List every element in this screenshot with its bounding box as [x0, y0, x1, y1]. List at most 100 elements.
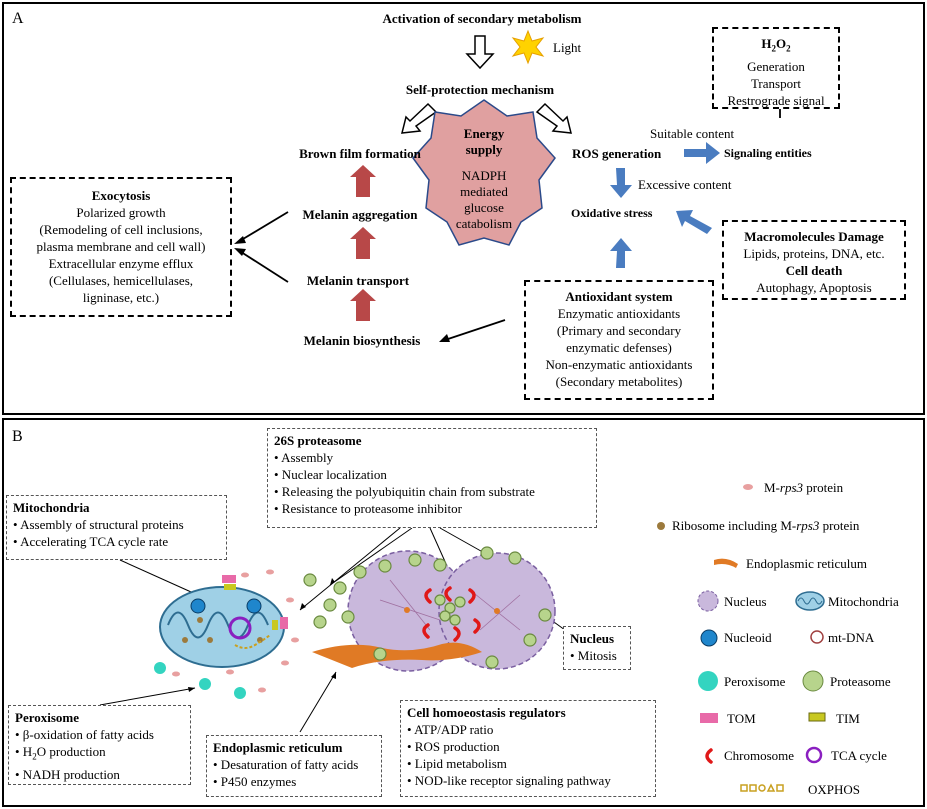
antioxidant-line: Non-enzymatic antioxidants: [545, 357, 693, 372]
light-star-icon: [511, 29, 545, 65]
chromosomes: [422, 586, 481, 642]
legend-tca-label: TCA cycle: [831, 748, 887, 763]
energy-title-2: supply: [465, 142, 503, 157]
mitochondria-item: • Accelerating TCA cycle rate: [13, 534, 169, 549]
macromolecules-title: Macromolecules Damage: [744, 229, 884, 244]
proteasome-legend-icon: [802, 670, 824, 692]
er-box: Endoplasmic reticulum • Desaturation of …: [206, 735, 382, 797]
legend-mitochondria-label: Mitochondria: [828, 594, 899, 609]
legend-mtdna-label: mt-DNA: [828, 630, 875, 645]
tom-legend-icon: [700, 713, 718, 723]
macro-to-oxidative-arrow: [676, 210, 712, 234]
mtdna-legend-icon: [810, 630, 824, 644]
self-protection-label: Self-protection mechanism: [405, 82, 555, 97]
melanin-arrow-3: [350, 289, 376, 321]
proteasome-item: • Resistance to proteasome inhibitor: [274, 501, 462, 516]
cell-death-line: Autophagy, Apoptosis: [756, 280, 872, 295]
energy-line-2: mediated: [460, 184, 508, 199]
tca-legend-icon: [805, 746, 823, 764]
brown-film-label: Brown film formation: [299, 146, 421, 161]
tim-legend-icon: [808, 712, 826, 722]
ros-to-oxidative-arrow: [610, 168, 632, 198]
legend-ribosome-label: Ribosome including M-rps3 protein: [672, 518, 860, 533]
nucleus-title: Nucleus: [570, 631, 615, 646]
energy-title-1: Energy: [463, 126, 505, 141]
exocytosis-line: plasma membrane and cell wall): [36, 239, 206, 254]
suitable-content-label: Suitable content: [650, 126, 735, 141]
oxidative-stress-label: Oxidative stress: [571, 206, 653, 220]
er-item: • Desaturation of fatty acids: [213, 757, 359, 772]
homeostasis-item: • NOD-like receptor signaling pathway: [407, 773, 611, 788]
legend-peroxisome-label: Peroxisome: [724, 674, 786, 689]
proteasome-title: 26S proteasome: [274, 433, 362, 448]
nucleoid-legend-icon: [700, 629, 718, 647]
mitochondria-legend-icon: [795, 591, 825, 611]
melanin-arrow-2: [350, 227, 376, 259]
panel-b-label: B: [12, 428, 23, 445]
peroxisome-item: • β-oxidation of fatty acids: [15, 727, 154, 742]
ros-to-signaling-arrow: [684, 142, 720, 164]
homeostasis-item: • Lipid metabolism: [407, 756, 507, 771]
legend-tim-label: TIM: [836, 711, 860, 726]
er-item: • P450 enzymes: [213, 774, 297, 789]
macromolecules-line: Lipids, proteins, DNA, etc.: [743, 246, 885, 261]
antioxidant-line: enzymatic defenses): [566, 340, 672, 355]
nucleus-item: • Mitosis: [570, 648, 617, 663]
antioxidant-box: Antioxidant system Enzymatic antioxidant…: [524, 280, 714, 400]
hollow-arrow-right: [535, 102, 572, 134]
proteasome-item: • Releasing the polyubiquitin chain from…: [274, 484, 535, 499]
antioxidant-line: (Primary and secondary: [556, 323, 682, 338]
exocytosis-line: ligninase, etc.): [82, 290, 160, 305]
excessive-content-label: Excessive content: [638, 177, 732, 192]
panel-a-label: A: [12, 10, 24, 27]
melanin-transport-label: Melanin transport: [306, 273, 410, 288]
legend-nucleoid-label: Nucleoid: [724, 630, 772, 645]
activation-label: Activation of secondary metabolism: [382, 11, 582, 26]
homeostasis-box: Cell homoeostasis regulators • ATP/ADP r…: [400, 700, 656, 797]
panel-a: [2, 2, 925, 415]
signaling-entities-label: Signaling entities: [724, 146, 812, 160]
legend-nucleus-label: Nucleus: [724, 594, 767, 609]
panel-b: [2, 418, 925, 807]
energy-line-4: catabolism: [455, 216, 513, 231]
proteasome-box: 26S proteasome • Assembly • Nuclear loca…: [267, 428, 597, 528]
mitochondrion-graphic: [159, 575, 288, 668]
exocytosis-line: (Remodeling of cell inclusions,: [39, 222, 203, 237]
antioxidant-title: Antioxidant system: [565, 289, 673, 304]
exocytosis-box: Exocytosis Polarized growth (Remodeling …: [10, 177, 232, 317]
er-title: Endoplasmic reticulum: [213, 740, 343, 755]
melanin-arrow-1: [350, 165, 376, 197]
homeostasis-item: • ATP/ADP ratio: [407, 722, 494, 737]
peroxisome-item: • H2O production: [15, 744, 106, 762]
h2o2-line: Restrograde signal: [727, 92, 825, 108]
hollow-arrow-down: [465, 35, 495, 70]
homeostasis-item: • ROS production: [407, 739, 500, 754]
energy-supply-shape: [412, 99, 556, 246]
mrps3-dots: [172, 569, 299, 693]
legend-oxphos-label: OXPHOS: [808, 782, 861, 797]
er-graphic: [312, 642, 482, 668]
melanin-biosynthesis-label: Melanin biosynthesis: [303, 333, 421, 348]
exocytosis-line: Extracellular enzyme efflux: [48, 256, 194, 271]
mitochondria-box: Mitochondria • Assembly of structural pr…: [6, 495, 227, 560]
peroxisome-box: Peroxisome • β-oxidation of fatty acids …: [8, 705, 191, 785]
exocytosis-line: (Cellulases, hemicellulases,: [48, 273, 194, 288]
mitochondria-title: Mitochondria: [13, 500, 90, 515]
peroxisome-title: Peroxisome: [15, 710, 80, 725]
peroxisome-legend-icon: [698, 671, 718, 691]
exocytosis-title: Exocytosis: [91, 188, 151, 203]
antioxidant-to-oxidative-arrow: [610, 238, 632, 268]
h2o2-line: Transport: [750, 75, 802, 91]
oxphos-legend-icon: [740, 783, 784, 792]
cell-death-title: Cell death: [785, 263, 843, 278]
h2o2-title: H2O2: [761, 36, 791, 54]
peroxisome-item: • NADH production: [15, 766, 120, 782]
proteasomes: [303, 546, 552, 669]
light-label: Light: [553, 40, 582, 55]
melanin-aggregation-label: Melanin aggregation: [302, 207, 418, 222]
er-legend-icon: [714, 558, 738, 568]
antioxidant-line: (Secondary metabolites): [555, 374, 683, 389]
nucleus-legend-icon: [697, 590, 719, 612]
